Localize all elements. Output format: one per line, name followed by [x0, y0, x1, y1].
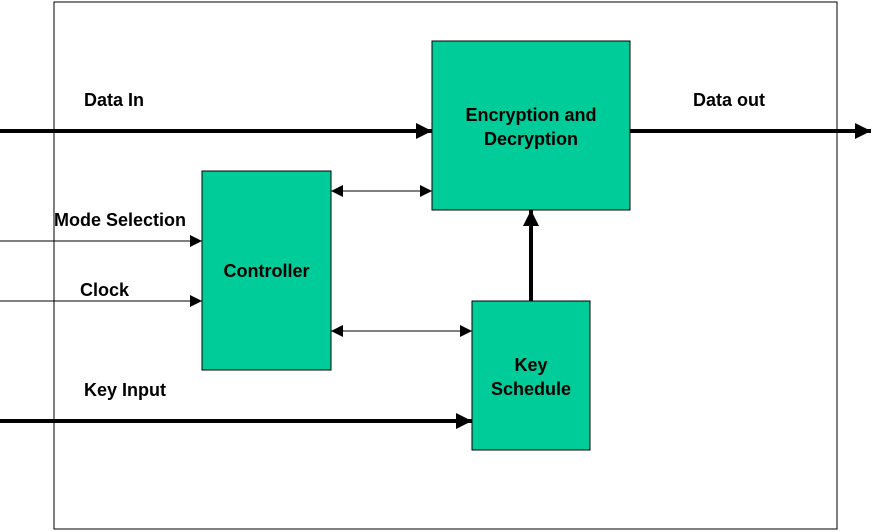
clock-label: Clock — [80, 280, 130, 300]
controller-block — [201, 170, 332, 371]
key-schedule-label-line2: Schedule — [491, 379, 571, 399]
key-schedule-label-line1: Key — [514, 355, 547, 375]
data-in-label: Data In — [84, 90, 144, 110]
encryption-block-label-line1: Encryption and — [465, 105, 596, 125]
encryption-block-label-line2: Decryption — [484, 129, 578, 149]
data-out-label: Data out — [693, 90, 765, 110]
key-input-label: Key Input — [84, 380, 166, 400]
encryption-decryption-block — [431, 40, 631, 211]
key-schedule-block — [471, 300, 591, 451]
mode-selection-label: Mode Selection — [54, 210, 186, 230]
controller-block-label: Controller — [223, 261, 309, 281]
system-boundary — [53, 1, 838, 530]
